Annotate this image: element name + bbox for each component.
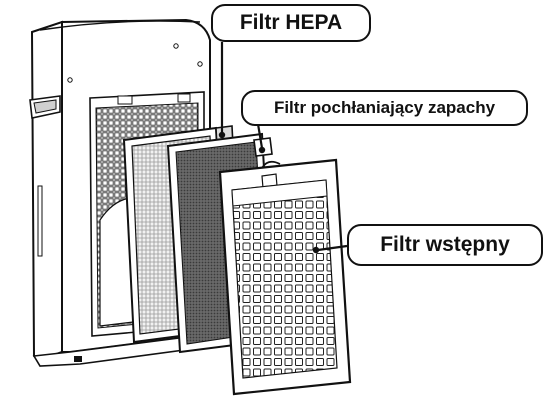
hepa-filter-label: Filtr HEPA xyxy=(211,4,371,42)
pre-filter-label-text: Filtr wstępny xyxy=(380,233,510,257)
leader-pre-dot xyxy=(313,247,319,253)
odor-filter-label: Filtr pochłaniający zapachy xyxy=(241,90,528,126)
odor-filter-label-text: Filtr pochłaniający zapachy xyxy=(274,98,495,118)
hepa-filter-label-text: Filtr HEPA xyxy=(240,11,342,35)
leader-hepa-dot xyxy=(219,132,225,138)
pre-filter xyxy=(220,160,350,394)
pre-filter-label: Filtr wstępny xyxy=(347,224,543,266)
leader-odor-dot xyxy=(259,147,265,153)
